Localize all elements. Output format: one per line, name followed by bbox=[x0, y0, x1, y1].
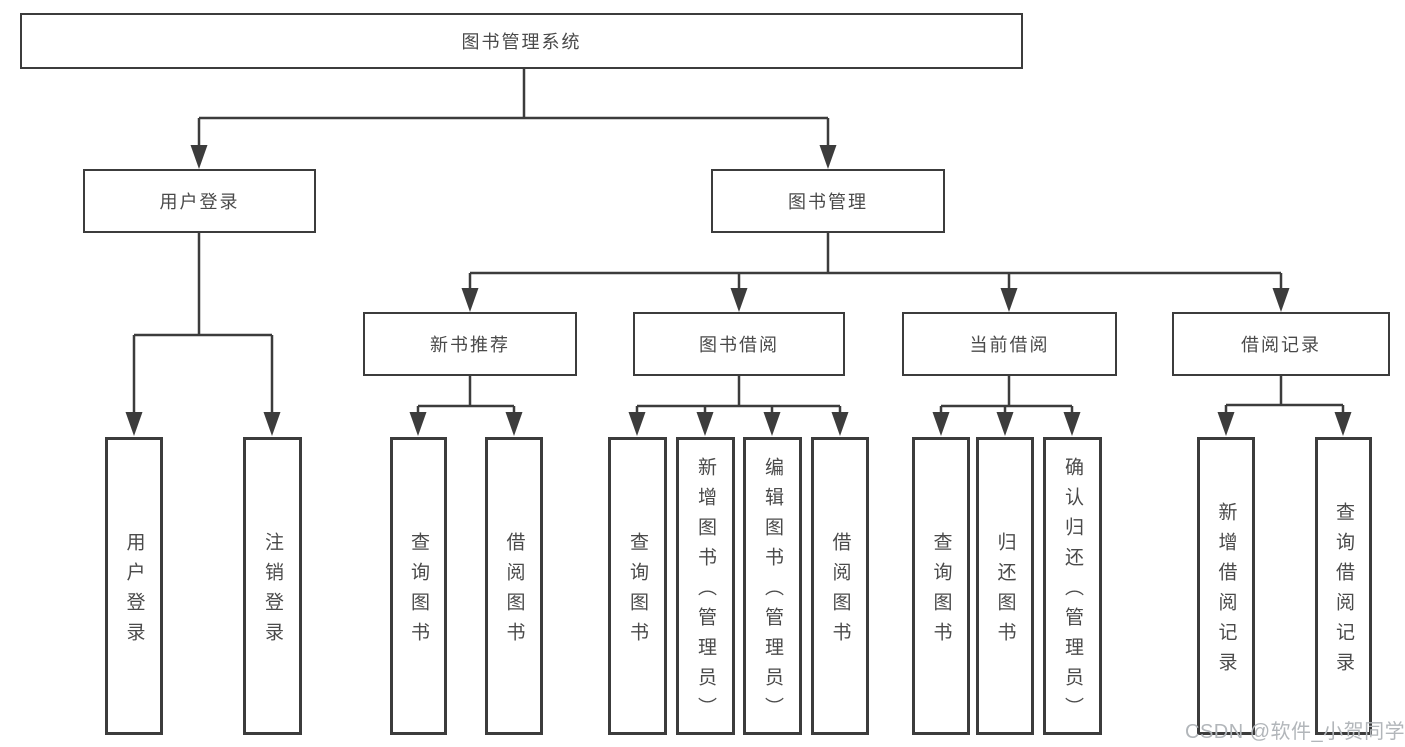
node-label: 借阅图书 bbox=[829, 531, 851, 652]
arrow-down-icon bbox=[831, 412, 849, 436]
leaf-borrow-book: 借阅图书 bbox=[811, 437, 869, 735]
node-label: 编辑图书（管理员） bbox=[762, 456, 783, 727]
leaf-add-book-admin: 新增图书（管理员） bbox=[676, 437, 735, 735]
node-label: 图书借阅 bbox=[699, 335, 779, 355]
connector-borrow-records-to-leaves bbox=[1217, 376, 1352, 436]
leaf-add-borrow-record: 新增借阅记录 bbox=[1197, 437, 1255, 735]
leaf-confirm-return-admin: 确认归还（管理员） bbox=[1043, 437, 1102, 735]
arrow-down-icon bbox=[190, 145, 208, 169]
arrow-down-icon bbox=[696, 412, 714, 436]
arrow-down-icon bbox=[1000, 288, 1018, 312]
arrow-down-icon bbox=[819, 145, 837, 169]
node-label: 当前借阅 bbox=[969, 335, 1050, 355]
leaf-return-book: 归还图书 bbox=[976, 437, 1034, 735]
leaf-user-login: 用户登录 bbox=[105, 437, 163, 735]
arrow-down-icon bbox=[1272, 288, 1290, 312]
connector-root-to-level1 bbox=[190, 69, 837, 169]
arrow-down-icon bbox=[409, 412, 427, 436]
node-label: 查询图书 bbox=[408, 531, 429, 652]
node-borrow-records: 借阅记录 bbox=[1172, 312, 1390, 376]
arrow-down-icon bbox=[1063, 412, 1081, 436]
connector-new-book-to-leaves bbox=[409, 376, 523, 436]
node-label: 新增借阅记录 bbox=[1215, 501, 1237, 682]
leaf-borrow-book-recommend: 借阅图书 bbox=[485, 437, 543, 735]
arrow-down-icon bbox=[730, 288, 748, 312]
node-label: 用户登录 bbox=[159, 192, 240, 212]
arrow-down-icon bbox=[125, 412, 143, 436]
arrow-down-icon bbox=[763, 412, 781, 436]
node-label: 新增图书（管理员） bbox=[695, 456, 716, 727]
node-user-login: 用户登录 bbox=[83, 169, 316, 233]
arrow-down-icon bbox=[461, 288, 479, 312]
connector-book-borrow-to-leaves bbox=[628, 376, 849, 436]
node-current-borrow: 当前借阅 bbox=[902, 312, 1117, 376]
node-label: 图书管理 bbox=[788, 192, 868, 212]
node-label: 归还图书 bbox=[994, 531, 1016, 652]
connector-current-borrow-to-leaves bbox=[932, 376, 1081, 436]
node-root-system: 图书管理系统 bbox=[20, 13, 1023, 69]
leaf-edit-book-admin: 编辑图书（管理员） bbox=[743, 437, 802, 735]
node-label: 查询借阅记录 bbox=[1333, 501, 1354, 682]
node-label: 新书推荐 bbox=[430, 335, 510, 355]
node-label: 确认归还（管理员） bbox=[1062, 456, 1083, 727]
node-book-borrow: 图书借阅 bbox=[633, 312, 845, 376]
leaf-logout: 注销登录 bbox=[243, 437, 302, 735]
leaf-query-book-borrow: 查询图书 bbox=[608, 437, 667, 735]
node-label: 查询图书 bbox=[930, 531, 952, 652]
node-book-management: 图书管理 bbox=[711, 169, 945, 233]
arrow-down-icon bbox=[505, 412, 523, 436]
connector-user-login-to-leaves bbox=[125, 233, 281, 436]
node-label: 注销登录 bbox=[262, 531, 283, 652]
arrow-down-icon bbox=[628, 412, 646, 436]
watermark-text: CSDN @软件_小贺同学 bbox=[1185, 721, 1405, 743]
node-label: 图书管理系统 bbox=[461, 32, 582, 52]
leaf-query-book-current: 查询图书 bbox=[912, 437, 970, 735]
node-label: 借阅记录 bbox=[1241, 335, 1321, 355]
arrow-down-icon bbox=[932, 412, 950, 436]
arrow-down-icon bbox=[1217, 412, 1235, 436]
connector-book-management-to-level2 bbox=[461, 233, 1290, 312]
node-label: 查询图书 bbox=[627, 531, 648, 652]
node-label: 借阅图书 bbox=[503, 531, 525, 652]
leaf-query-borrow-record: 查询借阅记录 bbox=[1315, 437, 1372, 735]
node-new-book-recommend: 新书推荐 bbox=[363, 312, 577, 376]
arrow-down-icon bbox=[263, 412, 281, 436]
arrow-down-icon bbox=[1334, 412, 1352, 436]
arrow-down-icon bbox=[996, 412, 1014, 436]
node-label: 用户登录 bbox=[123, 531, 145, 652]
leaf-query-book-recommend: 查询图书 bbox=[390, 437, 447, 735]
